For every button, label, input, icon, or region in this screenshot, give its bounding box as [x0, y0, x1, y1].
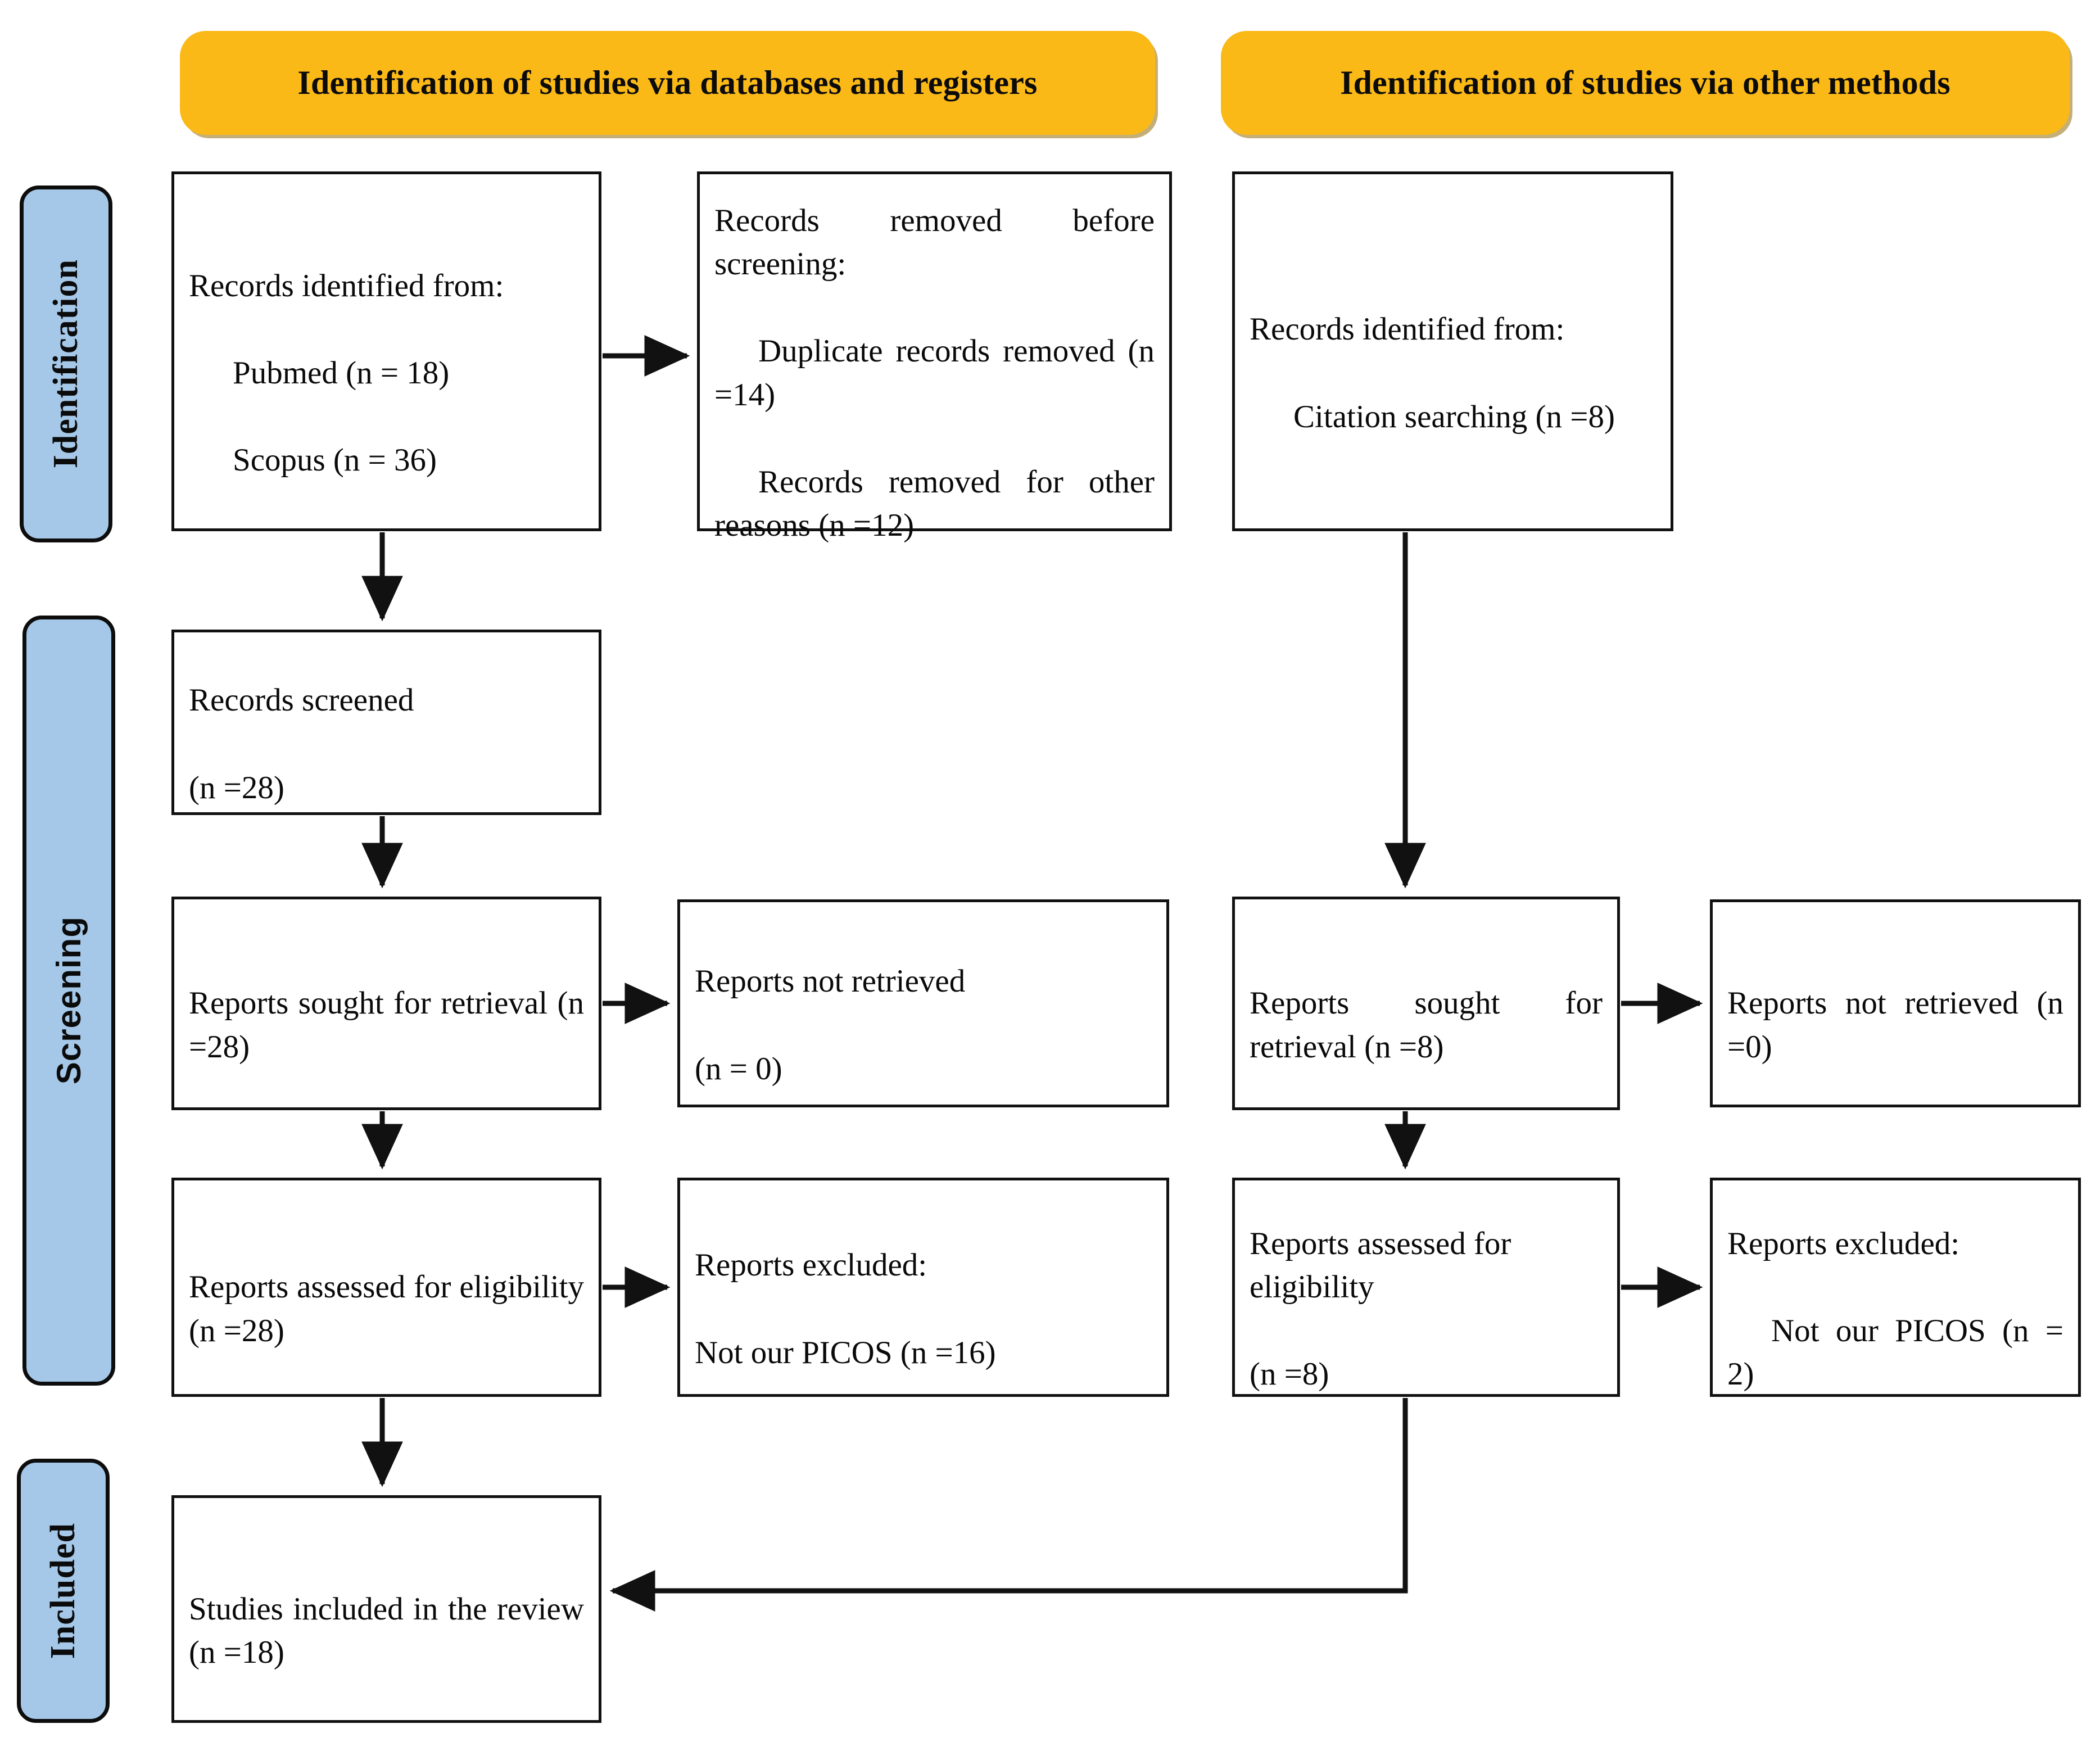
- reports-assessed-other-line2: (n =8): [1250, 1356, 1329, 1392]
- box-reports-assessed-databases: Reports assessed for eligibility (n =28): [171, 1178, 601, 1397]
- stage-chip-screening: Screening: [22, 616, 115, 1386]
- banner-databases-and-registers: Identification of studies via databases …: [180, 31, 1155, 135]
- studies-included-line1: Studies included in the review (n =18): [189, 1591, 584, 1671]
- box-records-screened: Records screened (n =28): [171, 630, 601, 815]
- box-reports-excluded-databases: Reports excluded: Not our PICOS (n =16): [677, 1178, 1169, 1397]
- records-screened-line2: (n =28): [189, 770, 284, 806]
- box-studies-included: Studies included in the review (n =18): [171, 1495, 601, 1723]
- banner-databases-label: Identification of studies via databases …: [297, 64, 1038, 101]
- records-removed-line1: Records removed before screening:: [714, 202, 1155, 282]
- box-records-identified-databases: Records identified from: Pubmed (n = 18)…: [171, 171, 601, 531]
- box-reports-not-retrieved-other-methods: Reports not retrieved (n =0): [1710, 899, 2081, 1107]
- records-identified-db-line3: Scopus (n = 36): [233, 442, 437, 478]
- reports-not-retrieved-db-line1: Reports not retrieved: [695, 963, 966, 999]
- records-removed-line2: Duplicate records removed (n =14): [714, 333, 1155, 413]
- stage-chip-identification-label: Identification: [47, 259, 85, 469]
- reports-not-retrieved-other-line1: Reports not retrieved (n =0): [1727, 985, 2063, 1065]
- box-records-identified-other-methods: Records identified from: Citation search…: [1232, 171, 1673, 531]
- banner-other-methods: Identification of studies via other meth…: [1221, 31, 2070, 135]
- reports-assessed-db-line1: Reports assessed for eligibility (n =28): [189, 1269, 584, 1349]
- reports-sought-db-line1: Reports sought for retrieval (n =28): [189, 985, 584, 1065]
- box-records-removed-before-screening: Records removed before screening: Duplic…: [697, 171, 1172, 543]
- reports-assessed-other-line1: Reports assessed for eligibility: [1250, 1225, 1511, 1305]
- records-identified-other-line1: Records identified from:: [1250, 311, 1565, 347]
- records-identified-db-line1: Records identified from:: [189, 268, 504, 304]
- reports-excluded-other-line2: Not our PICOS (n = 2): [1727, 1313, 2063, 1392]
- records-screened-line1: Records screened: [189, 682, 414, 718]
- records-removed-line3: Records removed for other reasons (n =12…: [714, 464, 1155, 544]
- reports-excluded-other-line1: Reports excluded:: [1727, 1225, 1960, 1261]
- box-reports-excluded-other-methods: Reports excluded: Not our PICOS (n = 2): [1710, 1178, 2081, 1397]
- records-identified-db-line2: Pubmed (n = 18): [233, 355, 450, 391]
- box-reports-not-retrieved-databases: Reports not retrieved (n = 0): [677, 899, 1169, 1107]
- stage-chip-identification: Identification: [20, 185, 112, 542]
- box-reports-sought-databases: Reports sought for retrieval (n =28): [171, 897, 601, 1110]
- stage-chip-included: Included: [17, 1459, 110, 1723]
- reports-not-retrieved-db-line2: (n = 0): [695, 1051, 782, 1087]
- reports-excluded-db-line2: Not our PICOS (n =16): [695, 1334, 996, 1370]
- stage-chip-screening-label: Screening: [50, 916, 88, 1085]
- box-reports-assessed-other-methods: Reports assessed for eligibility (n =8): [1232, 1178, 1620, 1397]
- arrow-assessed-other-to-included: [609, 1398, 1408, 1612]
- banner-other-methods-label: Identification of studies via other meth…: [1340, 64, 1950, 101]
- stage-chip-included-label: Included: [44, 1522, 82, 1659]
- box-reports-sought-other-methods: Reports sought for retrieval (n =8): [1232, 897, 1620, 1110]
- records-identified-other-line2: Citation searching (n =8): [1293, 399, 1615, 435]
- reports-excluded-db-line1: Reports excluded:: [695, 1247, 927, 1283]
- reports-sought-other-line1: Reports sought for retrieval (n =8): [1250, 985, 1603, 1065]
